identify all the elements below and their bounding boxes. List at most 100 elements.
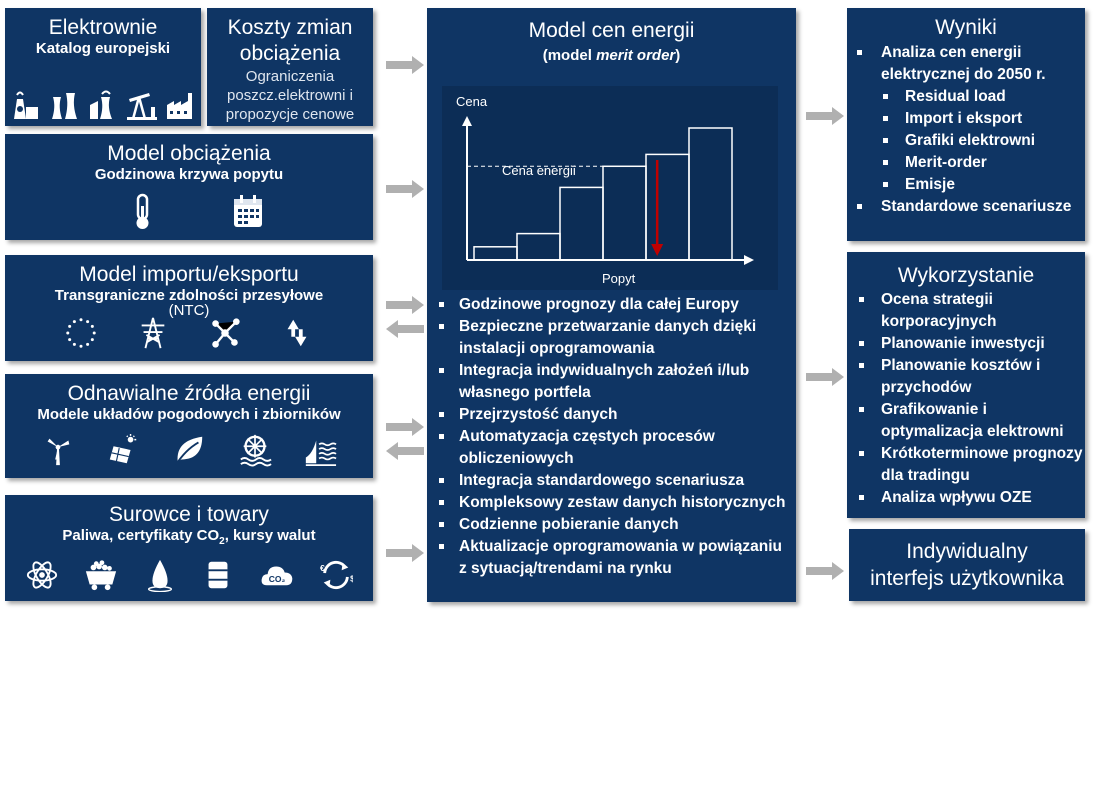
model-subtitle: (model merit order)	[427, 47, 796, 65]
koszty-box: Koszty zmian obciążenia Ograniczenia pos…	[207, 8, 373, 126]
y-axis-arrowhead	[462, 116, 472, 126]
wyniki-item: Standardowe scenariusze	[847, 196, 1085, 218]
model-feature-item: Automatyzacja częstych procesów obliczen…	[427, 426, 792, 470]
surowce-sub-subscript: 2	[219, 536, 225, 547]
surowce-sub-pre: Paliwa, certyfikaty CO	[62, 527, 220, 544]
elektrownie-title: Elektrownie	[48, 16, 158, 39]
koszty-title-line-1: Koszty zmian	[227, 16, 353, 39]
model-feature-item: Bezpieczne przetwarzanie danych dzięki i…	[427, 316, 792, 360]
koszty-sub-line-2: poszcz.elektrowni i	[227, 87, 353, 104]
x-axis-arrowhead	[744, 255, 754, 265]
model-feature-item: Integracja indywidualnych założeń i/lub …	[427, 360, 792, 404]
arrow-right-obciazenie	[386, 180, 424, 198]
wyniki-list: Analiza cen energii elektrycznej do 2050…	[847, 42, 1085, 218]
chart-ylabel: Cena	[456, 94, 488, 109]
wykorzystanie-box: Wykorzystanie Ocena strategii korporacyj…	[847, 252, 1085, 518]
obciazenie-subtitle: Godzinowa krzywa popytu	[94, 166, 284, 183]
network-icon	[212, 318, 240, 348]
wyniki-item: Import i eksport	[847, 108, 1085, 130]
gas-flame-icon	[147, 559, 172, 592]
import-subtitle-line-1: Transgraniczne zdolności przesyłowe	[54, 287, 324, 304]
model-feature-item: Aktualizacje oprogramowania w powiązaniu…	[427, 536, 792, 580]
arrow-right-elektrownie	[386, 56, 424, 74]
arrow-left-import	[386, 320, 424, 338]
wykorzystanie-item: Ocena strategii korporacyjnych	[847, 289, 1085, 333]
chart-xlabel: Popyt	[602, 271, 636, 286]
surowce-sub-post: , kursy walut	[224, 527, 316, 544]
model-feature-item: Codzienne pobieranie danych	[427, 514, 792, 536]
wykorzystanie-item: Grafikowanie i optymalizacja elektrowni	[847, 399, 1085, 443]
dam-icon	[306, 440, 337, 466]
arrow-right-wykorzystanie	[806, 368, 844, 386]
wyniki-title: Wyniki	[935, 16, 997, 39]
wyniki-box: Wyniki Analiza cen energii elektrycznej …	[847, 8, 1085, 241]
surowce-icons: CO₂ $€	[5, 555, 373, 595]
merit-order-bar	[688, 127, 733, 261]
koszty-sub-line-1: Ograniczenia	[245, 68, 335, 85]
svg-text:$: $	[350, 574, 353, 584]
obciazenie-icons	[125, 192, 265, 232]
factory-icon	[167, 93, 193, 119]
demand-arrowhead	[651, 244, 664, 256]
surowce-box: Surowce i towary Paliwa, certyfikaty CO2…	[5, 495, 373, 601]
coal-cart-icon	[85, 560, 117, 591]
wyniki-item: Grafiki elektrowni	[847, 130, 1085, 152]
up-down-arrows-icon	[287, 319, 307, 347]
arrow-right-wyniki	[806, 107, 844, 125]
wyniki-item: Emisje	[847, 174, 1085, 196]
model-feature-item: Przejrzystość danych	[427, 404, 792, 426]
model-subtitle-post: )	[675, 47, 681, 64]
coal-plant-icon	[89, 90, 112, 119]
model-subtitle-italic: merit order	[596, 47, 676, 64]
model-feature-item: Integracja standardowego scenariusza	[427, 470, 792, 492]
arrow-left-oze	[386, 442, 424, 460]
cooling-tower-icon	[51, 93, 77, 119]
merit-order-bar	[559, 186, 604, 261]
wyniki-item: Analiza cen energii elektrycznej do 2050…	[847, 42, 1085, 86]
wyniki-item: Merit-order	[847, 152, 1085, 174]
merit-order-bar	[602, 165, 647, 261]
elektrownie-icons	[5, 86, 201, 122]
koszty-title-line-2: obciążenia	[239, 42, 341, 65]
elektrownie-box: Elektrownie Katalog europejski	[5, 8, 201, 126]
surowce-subtitle: Paliwa, certyfikaty CO2, kursy walut	[5, 527, 373, 551]
oil-pump-icon	[127, 93, 158, 120]
surowce-title: Surowce i towary	[109, 503, 269, 526]
wykorzystanie-item: Planowanie inwestycji	[847, 333, 1085, 355]
oze-subtitle: Modele układów pogodowych i zbiorników	[37, 406, 341, 423]
arrow-right-surowce	[386, 544, 424, 562]
import-icons	[5, 313, 373, 353]
thermometer-icon	[136, 193, 149, 229]
power-pylon-icon	[141, 317, 165, 349]
arrow-right-import	[386, 296, 424, 314]
oil-barrel-icon	[208, 561, 228, 589]
co2-cloud-icon: CO₂	[261, 566, 293, 586]
elektrownie-subtitle: Katalog europejski	[35, 40, 171, 57]
atom-icon	[27, 561, 58, 589]
model-title: Model cen energii	[528, 19, 695, 42]
obciazenie-title: Model obciążenia	[107, 142, 271, 165]
oze-box: Odnawialne źródła energii Modele układów…	[5, 374, 373, 478]
model-feature-item: Godzinowe prognozy dla całej Europy	[427, 294, 792, 316]
wykorzystanie-item: Planowanie kosztów i przychodów	[847, 355, 1085, 399]
model-feature-item: Kompleksowy zestaw danych historycznych	[427, 492, 792, 514]
arrow-right-interfejs	[806, 562, 844, 580]
merit-order-chart-svg: Cena Cena energii Popyt	[456, 94, 754, 286]
merit-order-chart: Cena Cena energii Popyt	[442, 86, 778, 290]
merit-order-bar	[473, 246, 518, 261]
chart-annotation: Cena energii	[502, 163, 576, 178]
solar-panel-icon	[110, 433, 137, 464]
wyniki-item: Residual load	[847, 86, 1085, 108]
svg-text:CO₂: CO₂	[269, 574, 286, 584]
obciazenie-box: Model obciążenia Godzinowa krzywa popytu	[5, 134, 373, 240]
water-wheel-icon	[239, 434, 272, 467]
wykorzystanie-item: Analiza wpływu OZE	[847, 487, 1085, 509]
import-box: Model importu/eksportu Transgraniczne zd…	[5, 255, 373, 361]
model-subtitle-pre: (model	[542, 47, 597, 64]
wykorzystanie-title: Wykorzystanie	[897, 264, 1035, 287]
arrow-right-oze	[386, 418, 424, 436]
wykorzystanie-item: Krótkoterminowe prognozy dla tradingu	[847, 443, 1085, 487]
koszty-sub-line-3: propozycje cenowe	[225, 106, 355, 123]
